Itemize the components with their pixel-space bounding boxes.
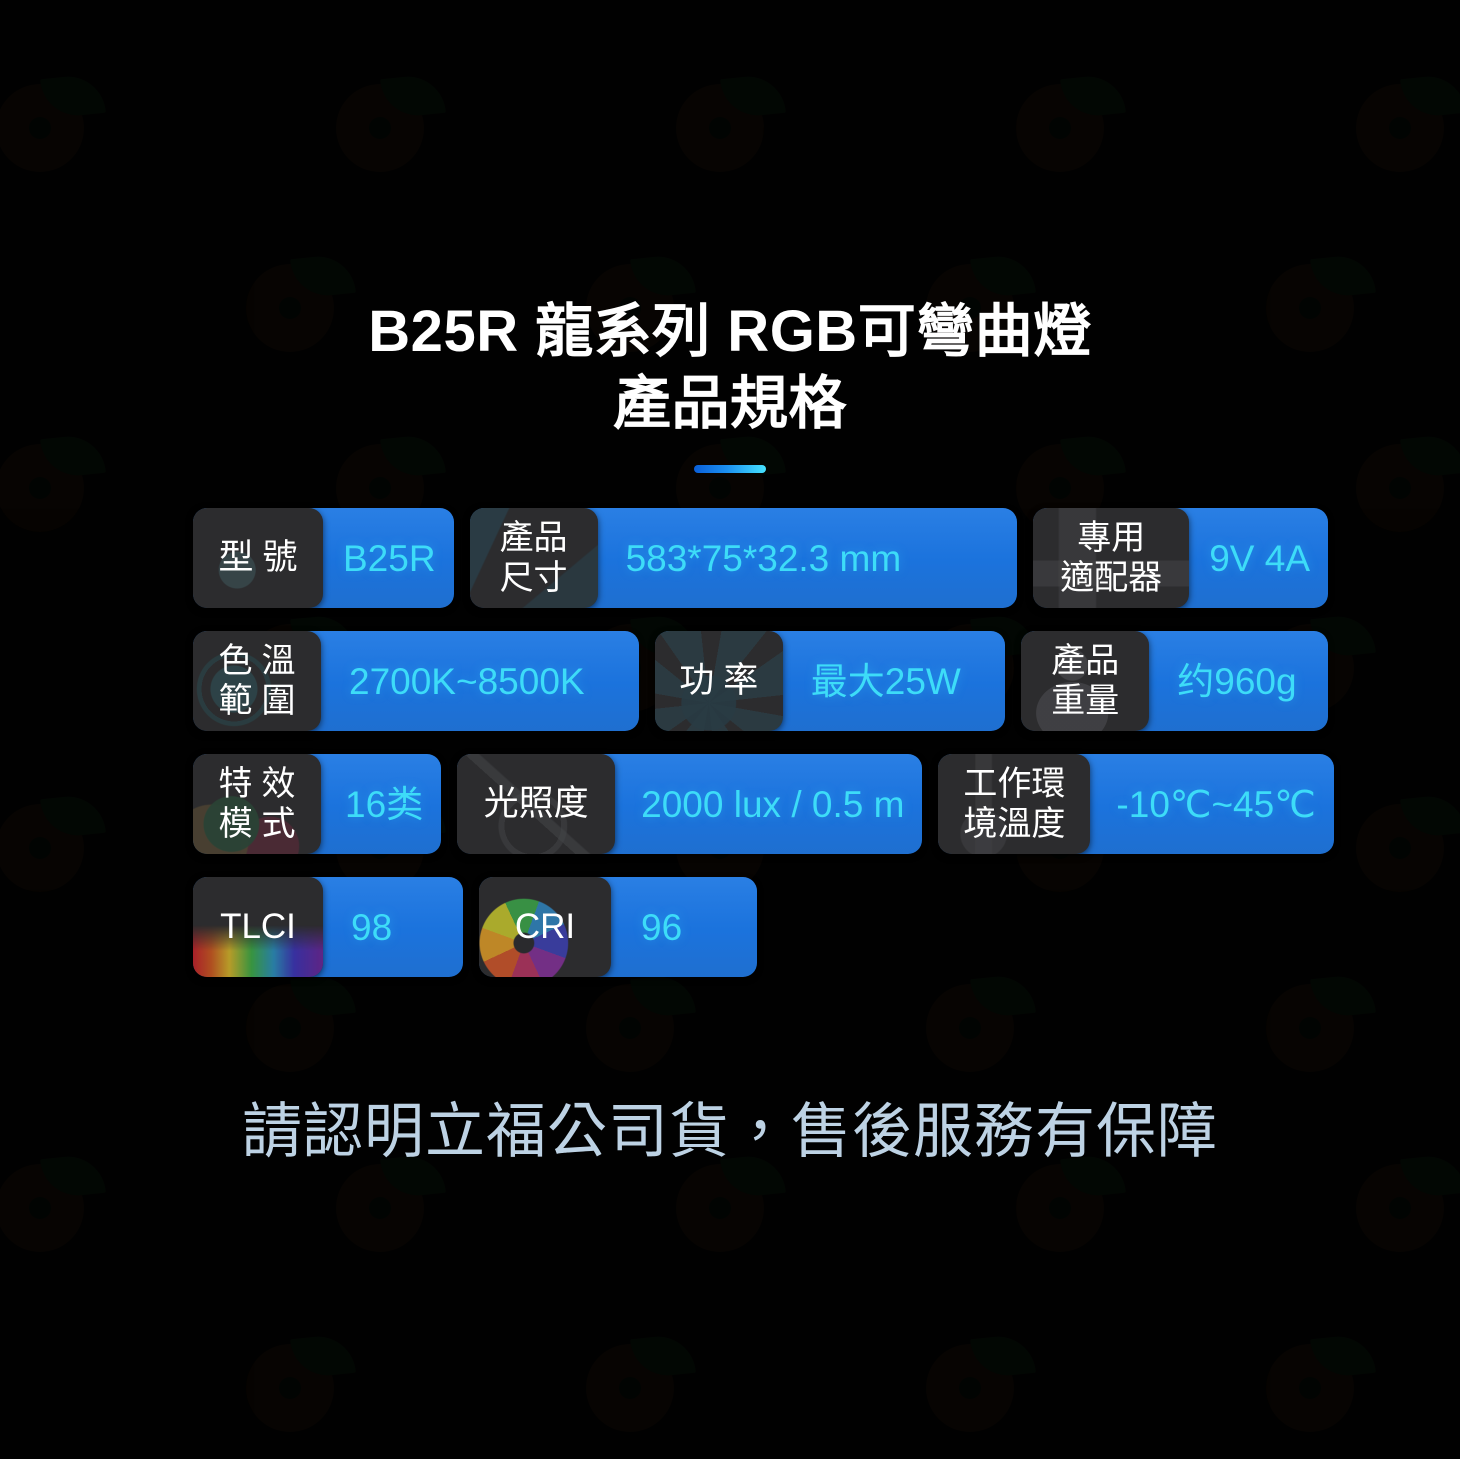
- spec-label-chip: 特效模式: [193, 754, 321, 854]
- spec-label-line: 適配器: [1060, 559, 1163, 597]
- spec-value: -10℃~45℃: [1116, 783, 1316, 825]
- spec-label-line: 重量: [1051, 682, 1120, 720]
- spec-label-chip: 產品尺寸: [469, 508, 598, 608]
- spec-label-line: TLCI: [220, 907, 296, 946]
- spec-label-line: CRI: [514, 907, 576, 946]
- spec-item: 9V 4A 專用適配器: [1033, 508, 1328, 608]
- brand-logo-watermark-icon: [1350, 790, 1460, 910]
- title-divider: [0, 460, 1460, 478]
- spec-value: 约960g: [1177, 660, 1297, 702]
- spec-item: 2700K~8500K 色溫範圍: [193, 631, 639, 731]
- spec-row: 98 TLCI 96 CRI: [193, 877, 1328, 977]
- brand-logo-watermark-icon: [1260, 1330, 1380, 1450]
- spec-label-line: 範圍: [218, 682, 305, 720]
- brand-logo-watermark-icon: [0, 70, 110, 190]
- spec-label-chip: CRI: [479, 877, 611, 977]
- page-title: B25R 龍系列 RGB可彎曲燈 產品規格: [0, 296, 1460, 440]
- spec-item: 98 TLCI: [193, 877, 463, 977]
- spec-label-chip: 工作環境溫度: [938, 754, 1091, 854]
- spec-label-line: 型號: [218, 538, 307, 577]
- brand-logo-watermark-icon: [670, 70, 790, 190]
- brand-logo-watermark-icon: [920, 1330, 1040, 1450]
- spec-label-chip: 專用適配器: [1033, 508, 1190, 608]
- spec-item: 96 CRI: [479, 877, 757, 977]
- spec-label-chip: 型號: [193, 508, 323, 608]
- brand-logo-watermark-icon: [0, 430, 110, 550]
- spec-label-line: 色溫: [218, 642, 305, 680]
- spec-label-line: 產品: [1051, 642, 1120, 680]
- brand-logo-watermark-icon: [0, 790, 110, 910]
- spec-label-chip: 產品重量: [1021, 631, 1150, 731]
- spec-item: B25R 型號: [193, 508, 454, 608]
- spec-value: 583*75*32.3 mm: [625, 537, 902, 579]
- spec-label-chip: 色溫範圍: [193, 631, 321, 731]
- spec-row: B25R 型號 583*75*32.3 mm 產品尺寸 9V 4A 專用適配器: [193, 508, 1328, 608]
- divider-bar: [694, 465, 766, 473]
- spec-value: 98: [351, 906, 393, 948]
- spec-label-line: 產品: [499, 519, 568, 557]
- spec-label-chip: 光照度: [457, 754, 616, 854]
- spec-label-line: 專用: [1077, 519, 1146, 557]
- spec-value: B25R: [343, 537, 436, 579]
- spec-value: 最大25W: [810, 660, 961, 702]
- spec-item: 2000 lux / 0.5 m 光照度: [457, 754, 923, 854]
- spec-item: 16类特效模式: [193, 754, 442, 854]
- spec-value: 16类: [345, 783, 424, 825]
- spec-value: 9V 4A: [1209, 537, 1310, 579]
- spec-value: 96: [641, 906, 683, 948]
- spec-label-line: 尺寸: [499, 559, 568, 597]
- brand-logo-watermark-icon: [240, 1330, 360, 1450]
- spec-label-line: 境溫度: [963, 805, 1066, 843]
- title-line-2: 產品規格: [612, 371, 847, 436]
- spec-item: 约960g 產品重量: [1021, 631, 1328, 731]
- spec-item: -10℃~45℃ 工作環境溫度: [938, 754, 1334, 854]
- spec-label-chip: TLCI: [193, 877, 323, 977]
- brand-logo-watermark-icon: [1010, 70, 1130, 190]
- spec-label-line: 光照度: [483, 784, 589, 823]
- footer-text: 請認明立福公司貨，售後服務有保障: [242, 1098, 1218, 1165]
- spec-item: 583*75*32.3 mm 產品尺寸: [469, 508, 1018, 608]
- spec-label-line: 功率: [679, 661, 768, 700]
- spec-label-line: 特效: [218, 765, 305, 803]
- brand-logo-watermark-icon: [1350, 70, 1460, 190]
- spec-item: 最大25W 功率: [654, 631, 1006, 731]
- brand-logo-watermark-icon: [330, 70, 450, 190]
- spec-label-line: 工作環: [963, 765, 1066, 803]
- spec-label-chip: 功率: [654, 631, 783, 731]
- spec-row: 2700K~8500K 色溫範圍 最大25W 功率 约960g 產品重量: [193, 631, 1328, 731]
- spec-label-line: 模式: [218, 805, 305, 843]
- brand-logo-watermark-icon: [1350, 430, 1460, 550]
- title-line-1: B25R 龍系列 RGB可彎曲燈: [368, 299, 1092, 364]
- brand-logo-watermark-icon: [580, 1330, 700, 1450]
- footer: 請認明立福公司貨，售後服務有保障: [0, 1092, 1460, 1172]
- spec-value: 2700K~8500K: [349, 660, 585, 702]
- spec-value: 2000 lux / 0.5 m: [641, 783, 905, 825]
